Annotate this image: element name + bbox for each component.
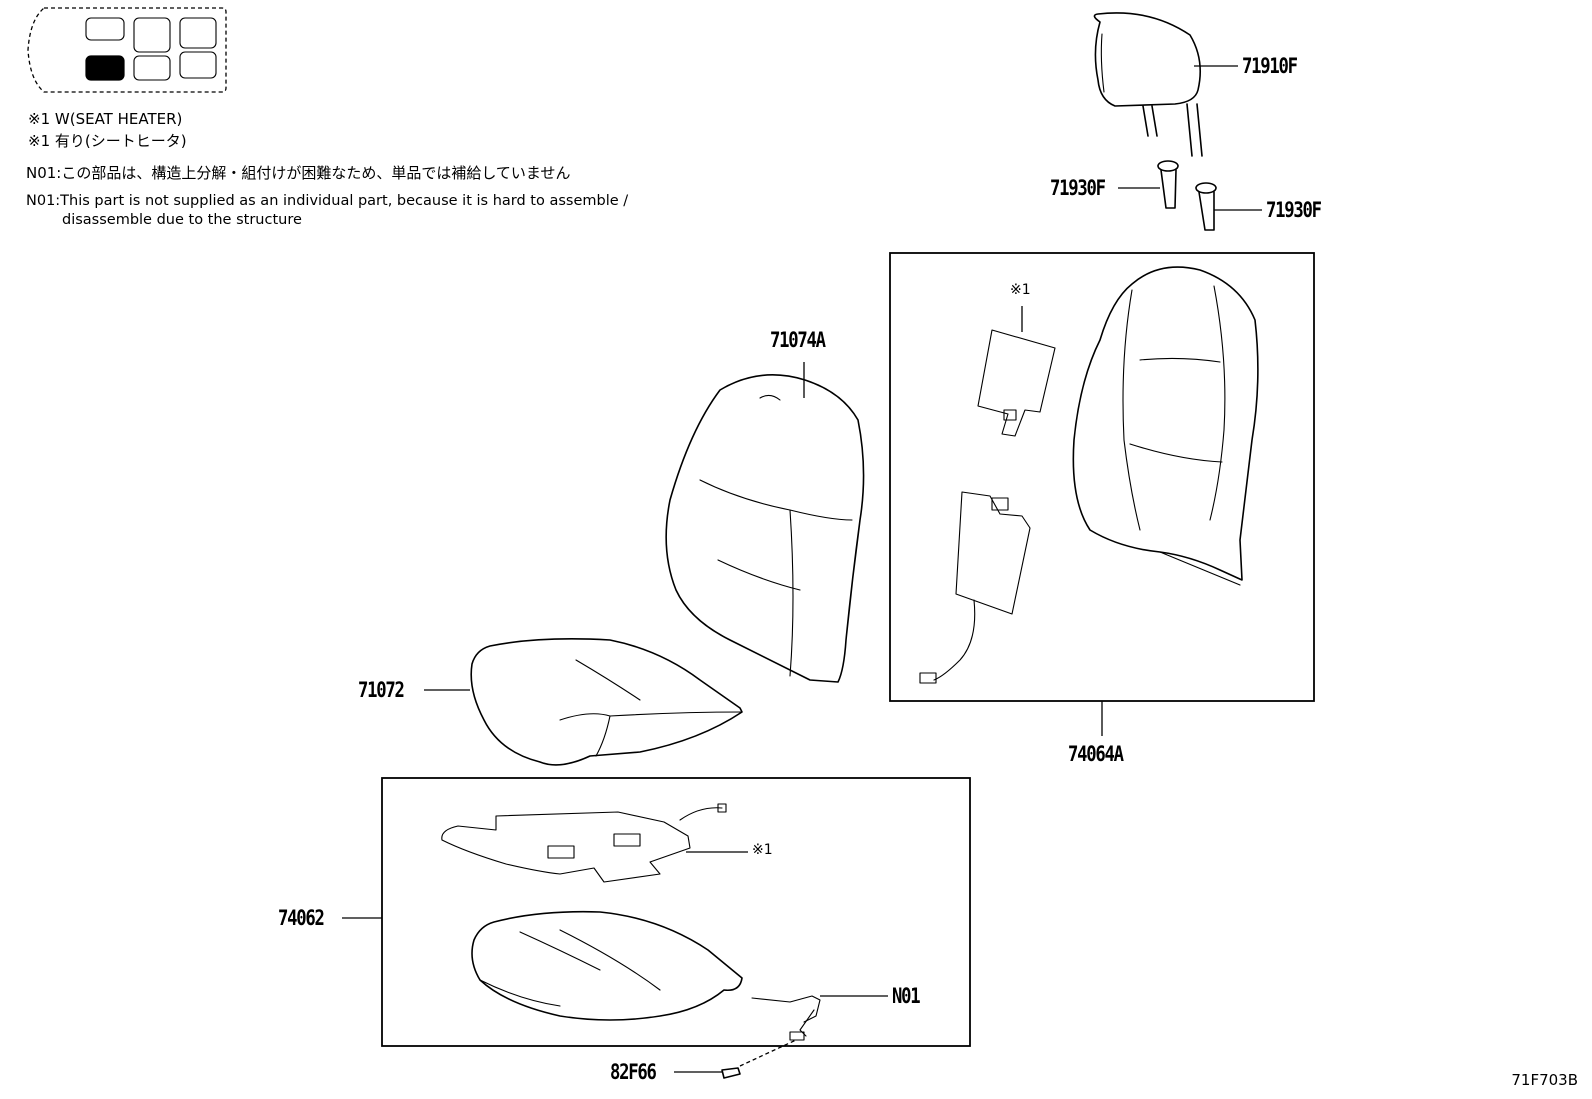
headrest <box>1093 12 1203 157</box>
callout-82F66: 82F66 <box>610 1060 657 1084</box>
wire-harness <box>751 995 821 1041</box>
seat-cushion-cover <box>470 638 743 766</box>
seat-location-icon <box>27 7 227 93</box>
cushion-pad <box>471 910 743 1021</box>
note-n01-en: N01:This part is not supplied as an indi… <box>26 193 629 209</box>
callout-71074A: 71074A <box>770 328 826 352</box>
note-seat-heater-jp: ※1 有り(シートヒータ) <box>28 132 187 150</box>
selected-seat-marker <box>85 55 125 81</box>
note-n01-jp: N01:この部品は、構造上分解・組付けが困難なため、単品では補給していません <box>26 164 571 182</box>
callout-74064A: 74064A <box>1068 742 1124 766</box>
callout-71930F-right: 71930F <box>1266 198 1322 222</box>
callout-71072: 71072 <box>358 678 405 702</box>
seatback-cover <box>665 374 865 683</box>
callout-74062: 74062 <box>278 906 325 930</box>
note-n01-en-cont: disassemble due to the structure <box>62 212 302 228</box>
seatback-heater <box>919 329 1056 684</box>
diagram-reference-code: 71F703B <box>1511 1071 1578 1089</box>
mark-cushion-heater: ※1 <box>752 842 773 858</box>
seatback-assembly-box <box>889 252 1315 702</box>
callout-71910F: 71910F <box>1242 54 1298 78</box>
callout-71930F-left: 71930F <box>1050 176 1106 200</box>
connector <box>721 1039 797 1079</box>
callout-N01: N01 <box>892 984 921 1008</box>
cushion-heater <box>441 803 727 883</box>
seatback-pad <box>1072 266 1259 586</box>
note-seat-heater-en: ※1 W(SEAT HEATER) <box>28 110 183 128</box>
seat-cushion-assembly-box <box>381 777 971 1047</box>
headrest-guide-right <box>1195 182 1217 231</box>
headrest-guide-left <box>1157 160 1179 209</box>
mark-seatback-heater: ※1 <box>1010 282 1031 298</box>
